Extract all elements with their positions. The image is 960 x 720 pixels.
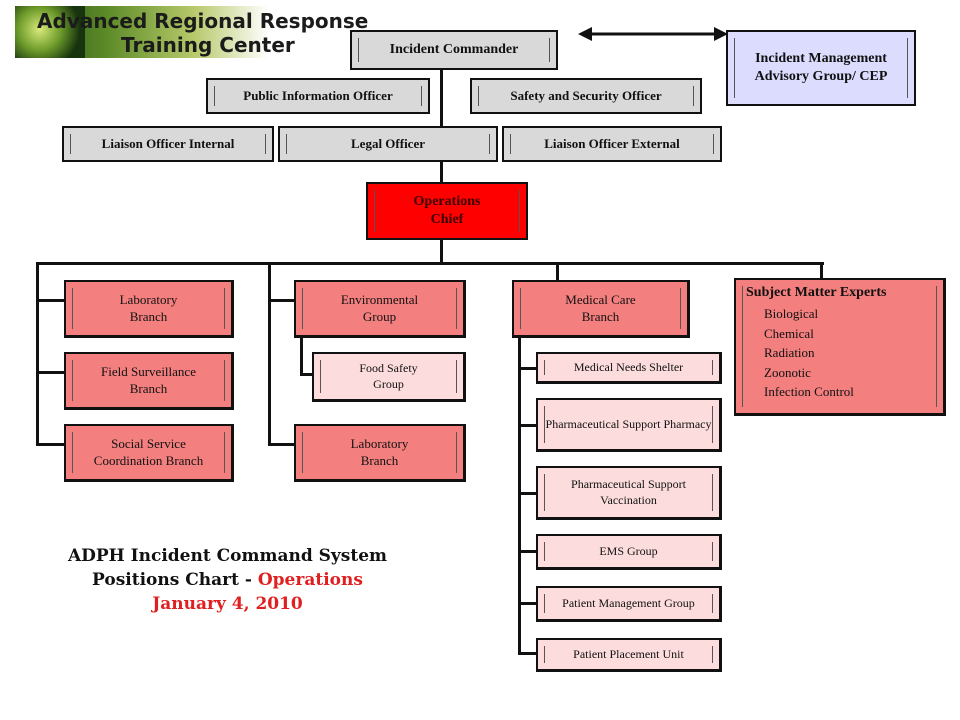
ems-group-label: EMS Group (599, 543, 658, 558)
connector-col4-drop (820, 262, 823, 280)
patient-placement-unit-box[interactable]: Patient Placement Unit (536, 638, 722, 672)
sme-item: Chemical (764, 325, 814, 341)
connector-medical-vertical (518, 336, 521, 654)
advisory-group-label: Incident Management Advisory Group/ CEP (754, 50, 888, 84)
ems-group-box[interactable]: EMS Group (536, 534, 722, 570)
liaison-internal-box[interactable]: Liaison Officer Internal (62, 126, 274, 162)
liaison-external-box[interactable]: Liaison Officer External (502, 126, 722, 162)
caption-line-2-prefix: Positions Chart - (92, 570, 258, 590)
social-service-branch-label: Social Service Coordination Branch (93, 435, 204, 468)
connector-med-5 (518, 602, 538, 605)
laboratory-branch-box[interactable]: Laboratory Branch (64, 280, 234, 338)
environmental-group-box[interactable]: Environmental Group (294, 280, 466, 338)
advisory-group-box[interactable]: Incident Management Advisory Group/ CEP (726, 30, 916, 106)
patient-management-group-label: Patient Management Group (562, 595, 695, 610)
caption-line-1: ADPH Incident Command System (67, 546, 388, 566)
logo-line-2: Training Center (121, 33, 295, 57)
sme-item: Radiation (764, 345, 815, 361)
logo-swirl-graphic (15, 6, 85, 58)
chart-caption: ADPH Incident Command System Positions C… (60, 544, 395, 616)
connector-commander-down (440, 70, 443, 264)
patient-placement-unit-label: Patient Placement Unit (573, 646, 684, 661)
sme-item: Zoonotic (764, 364, 811, 380)
sme-list: Biological Chemical Radiation Zoonotic I… (764, 304, 854, 402)
medical-needs-shelter-box[interactable]: Medical Needs Shelter (536, 352, 722, 384)
connector-col3-drop (556, 262, 559, 280)
sme-item: Infection Control (764, 384, 854, 400)
connector-col1-social (36, 443, 66, 446)
connector-col1-field (36, 371, 66, 374)
food-safety-group-box[interactable]: Food Safety Group (312, 352, 466, 402)
connector-med-6 (518, 652, 538, 655)
liaison-external-label: Liaison Officer External (544, 135, 680, 151)
patient-management-group-box[interactable]: Patient Management Group (536, 586, 722, 622)
connector-med-1 (518, 367, 538, 370)
subject-matter-experts-box[interactable]: Subject Matter Experts Biological Chemic… (734, 278, 946, 416)
safety-security-officer-label: Safety and Security Officer (510, 87, 662, 103)
pharma-support-pharmacy-label: Pharmaceutical Support Pharmacy (545, 416, 712, 431)
caption-line-2-accent: Operations (257, 570, 363, 590)
food-safety-group-label: Food Safety Group (359, 360, 418, 391)
legal-officer-box[interactable]: Legal Officer (278, 126, 498, 162)
medical-needs-shelter-label: Medical Needs Shelter (573, 359, 684, 374)
caption-date: January 4, 2010 (152, 594, 303, 614)
laboratory-branch-label: Laboratory Branch (119, 291, 178, 324)
liaison-internal-label: Liaison Officer Internal (101, 135, 235, 151)
pharma-support-vaccination-box[interactable]: Pharmaceutical Support Vaccination (536, 466, 722, 520)
connector-col2-lab (268, 443, 296, 446)
connector-food-vertical (300, 336, 303, 376)
arrtc-logo: Advanced Regional Response Training Cent… (15, 6, 368, 58)
connector-col2-env (268, 299, 296, 302)
connector-med-3 (518, 492, 538, 495)
public-information-officer-label: Public Information Officer (243, 87, 393, 103)
social-service-branch-box[interactable]: Social Service Coordination Branch (64, 424, 234, 482)
env-laboratory-branch-box[interactable]: Laboratory Branch (294, 424, 466, 482)
env-laboratory-branch-label: Laboratory Branch (350, 435, 409, 468)
sme-item: Biological (764, 306, 819, 322)
operations-chief-label: Operations Chief (413, 193, 481, 227)
safety-security-officer-box[interactable]: Safety and Security Officer (470, 78, 702, 114)
connector-food-horizontal (300, 373, 314, 376)
legal-officer-label: Legal Officer (351, 135, 425, 151)
public-information-officer-box[interactable]: Public Information Officer (206, 78, 430, 114)
incident-commander-box[interactable]: Incident Commander (350, 30, 558, 70)
connector-med-4 (518, 550, 538, 553)
operations-chief-box[interactable]: Operations Chief (366, 182, 528, 240)
connector-col2-vertical (268, 262, 271, 445)
double-arrow-icon (578, 27, 728, 41)
field-surveillance-branch-label: Field Surveillance Branch (101, 363, 196, 396)
connector-branches-horizontal (36, 262, 824, 265)
incident-commander-label: Incident Commander (389, 41, 519, 57)
pharma-support-pharmacy-box[interactable]: Pharmaceutical Support Pharmacy (536, 398, 722, 452)
sme-title: Subject Matter Experts (746, 285, 887, 300)
field-surveillance-branch-box[interactable]: Field Surveillance Branch (64, 352, 234, 410)
pharma-support-vaccination-label: Pharmaceutical Support Vaccination (571, 476, 686, 507)
environmental-group-label: Environmental Group (340, 291, 419, 324)
connector-col1-vertical (36, 262, 39, 445)
medical-care-branch-label: Medical Care Branch (565, 291, 636, 324)
medical-care-branch-box[interactable]: Medical Care Branch (512, 280, 690, 338)
connector-med-2 (518, 424, 538, 427)
caption-line-2: Positions Chart - Operations (60, 568, 395, 592)
connector-col1-lab (36, 299, 66, 302)
logo-line-1: Advanced Regional Response (37, 9, 369, 33)
